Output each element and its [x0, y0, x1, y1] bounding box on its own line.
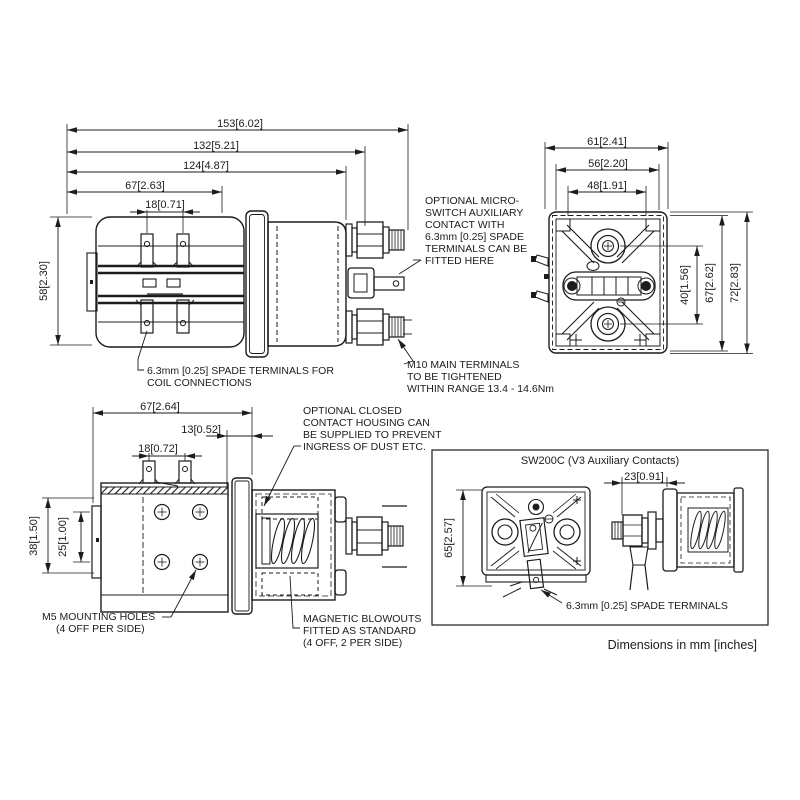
- mounting-view-extension-lines: [42, 407, 253, 574]
- aux-box-title: SW200C (V3 Auxiliary Contacts): [521, 455, 679, 467]
- m10-terminals-annotation: M10 MAIN TERMINALS TO BE TIGHTENED WITHI…: [407, 359, 554, 395]
- top-view-extension-lines: [544, 142, 753, 354]
- top-view-drawing: 61[2.41] 56[2.20] 48[1.91] 40[1.56] 67[2…: [531, 136, 753, 354]
- svg-text:6.3mm [0.25] SPADE: 6.3mm [0.25] SPADE: [425, 231, 524, 243]
- svg-text:COIL CONNECTIONS: COIL CONNECTIONS: [147, 377, 252, 389]
- dim-inner-width: 56[2.20]: [588, 158, 628, 170]
- svg-text:M5 MOUNTING HOLES: M5 MOUNTING HOLES: [42, 611, 155, 623]
- svg-text:(4 OFF PER SIDE): (4 OFF PER SIDE): [56, 623, 145, 635]
- m5-holes-annotation: M5 MOUNTING HOLES (4 OFF PER SIDE): [42, 611, 155, 635]
- dim-aux-height: 65[2.57]: [443, 518, 455, 558]
- svg-text:(4 OFF, 2 PER SIDE): (4 OFF, 2 PER SIDE): [303, 637, 402, 649]
- aux-spade-terminal: [347, 267, 405, 299]
- aux-contacts-box: SW200C (V3 Auxiliary Contacts): [431, 449, 769, 626]
- coil-spade-terminals-bottom: [135, 293, 195, 334]
- microswitch-annotation: OPTIONAL MICRO- SWITCH AUXILIARY CONTACT…: [425, 195, 527, 267]
- dim-hole-spacing: 25[1.00]: [57, 517, 69, 557]
- svg-text:BE SUPPLIED TO PREVENT: BE SUPPLIED TO PREVENT: [303, 429, 442, 441]
- dim-overall-depth: 72[2.83]: [729, 263, 741, 303]
- side-view-extension-lines: [50, 124, 409, 346]
- mounting-view-dimension-lines: [45, 410, 273, 573]
- coil-spades-annotation: 6.3mm [0.25] SPADE TERMINALS FOR COIL CO…: [147, 365, 334, 389]
- dim-terminal-spacing: 40[1.56]: [679, 265, 691, 305]
- svg-text:OPTIONAL MICRO-: OPTIONAL MICRO-: [425, 195, 520, 207]
- m10-terminal-stud: [345, 221, 405, 259]
- aux-spade-annotation: 6.3mm [0.25] SPADE TERMINALS: [566, 600, 728, 612]
- dim-mounting-overall: 67[2.64]: [140, 401, 180, 413]
- aux-top-view: 65[2.57]: [443, 486, 591, 598]
- dim-length-to-terminal: 132[5.21]: [193, 140, 239, 152]
- top-view-dimension-lines: [545, 145, 750, 354]
- blowout-top: [261, 496, 319, 520]
- dim-aux-depth: 23[0.91]: [624, 471, 664, 483]
- dim-plate-width: 48[1.91]: [587, 180, 627, 192]
- svg-text:SWITCH AUXILIARY: SWITCH AUXILIARY: [425, 207, 523, 219]
- dim-inner-depth: 67[2.62]: [704, 263, 716, 303]
- dim-body-height: 58[2.30]: [38, 261, 50, 301]
- contact-housing: [251, 489, 336, 601]
- svg-text:TO BE TIGHTENED: TO BE TIGHTENED: [407, 371, 502, 383]
- m10-stud-side: [345, 505, 407, 568]
- m5-mounting-holes: [153, 503, 209, 571]
- main-terminal-bottom-circle: [590, 306, 626, 342]
- dim-length-to-housing: 124[4.87]: [183, 160, 229, 172]
- dim-mounting-spade-spacing: 18[0.72]: [138, 443, 178, 455]
- dim-overall-width: 61[2.41]: [587, 136, 627, 148]
- side-view-leader-lines: [137, 259, 422, 371]
- svg-text:TERMINALS CAN BE: TERMINALS CAN BE: [425, 243, 527, 255]
- svg-text:CONTACT HOUSING CAN: CONTACT HOUSING CAN: [303, 417, 430, 429]
- dim-hole-height: 38[1.50]: [28, 516, 40, 556]
- svg-text:WITHIN RANGE 13.4 - 14.6Nm: WITHIN RANGE 13.4 - 14.6Nm: [407, 383, 554, 395]
- dim-spade-spacing: 18[0.71]: [145, 199, 185, 211]
- blowout-bottom: [261, 572, 319, 596]
- mounting-view-leader-lines: [162, 445, 301, 629]
- coil-spade-terminals-top: [135, 233, 195, 268]
- mounting-view-drawing: 67[2.64] 13[0.52] 18[0.72] 38[1.50] 25[1…: [28, 401, 442, 649]
- dim-coil-length: 67[2.63]: [125, 180, 165, 192]
- dim-mounting-offset: 13[0.52]: [181, 424, 221, 436]
- closed-housing-annotation: OPTIONAL CLOSED CONTACT HOUSING CAN BE S…: [303, 405, 442, 453]
- units-note: Dimensions in mm [inches]: [608, 638, 757, 652]
- svg-text:M10 MAIN TERMINALS: M10 MAIN TERMINALS: [407, 359, 519, 371]
- dim-overall-length: 153[6.02]: [217, 118, 263, 130]
- svg-text:CONTACT WITH: CONTACT WITH: [425, 219, 505, 231]
- svg-text:FITTED HERE: FITTED HERE: [425, 255, 494, 267]
- aux-spade-down: [526, 558, 545, 590]
- aux-microswitch: [519, 517, 549, 558]
- svg-text:FITTED AS STANDARD: FITTED AS STANDARD: [303, 625, 416, 637]
- plus-marks: [570, 334, 646, 346]
- blowouts-annotation: MAGNETIC BLOWOUTS FITTED AS STANDARD (4 …: [303, 613, 421, 649]
- aux-contact-block: [562, 261, 656, 307]
- svg-text:OPTIONAL CLOSED: OPTIONAL CLOSED: [303, 405, 402, 417]
- main-terminal-top-circle: [590, 228, 626, 264]
- side-view-dimension-lines: [55, 127, 408, 345]
- side-view-drawing: 153[6.02] 132[5.21] 124[4.87] 67[2.63] 1…: [38, 118, 554, 395]
- aux-spade-leader: [540, 589, 563, 604]
- svg-text:INGRESS OF DUST ETC.: INGRESS OF DUST ETC.: [303, 441, 426, 453]
- svg-text:MAGNETIC BLOWOUTS: MAGNETIC BLOWOUTS: [303, 613, 421, 625]
- aux-side-view: 23[0.91]: [604, 471, 744, 591]
- coil-spades-side: [138, 460, 196, 487]
- coil-spades-edge: [531, 254, 549, 303]
- svg-text:6.3mm [0.25] SPADE TERMINALS F: 6.3mm [0.25] SPADE TERMINALS FOR: [147, 365, 334, 377]
